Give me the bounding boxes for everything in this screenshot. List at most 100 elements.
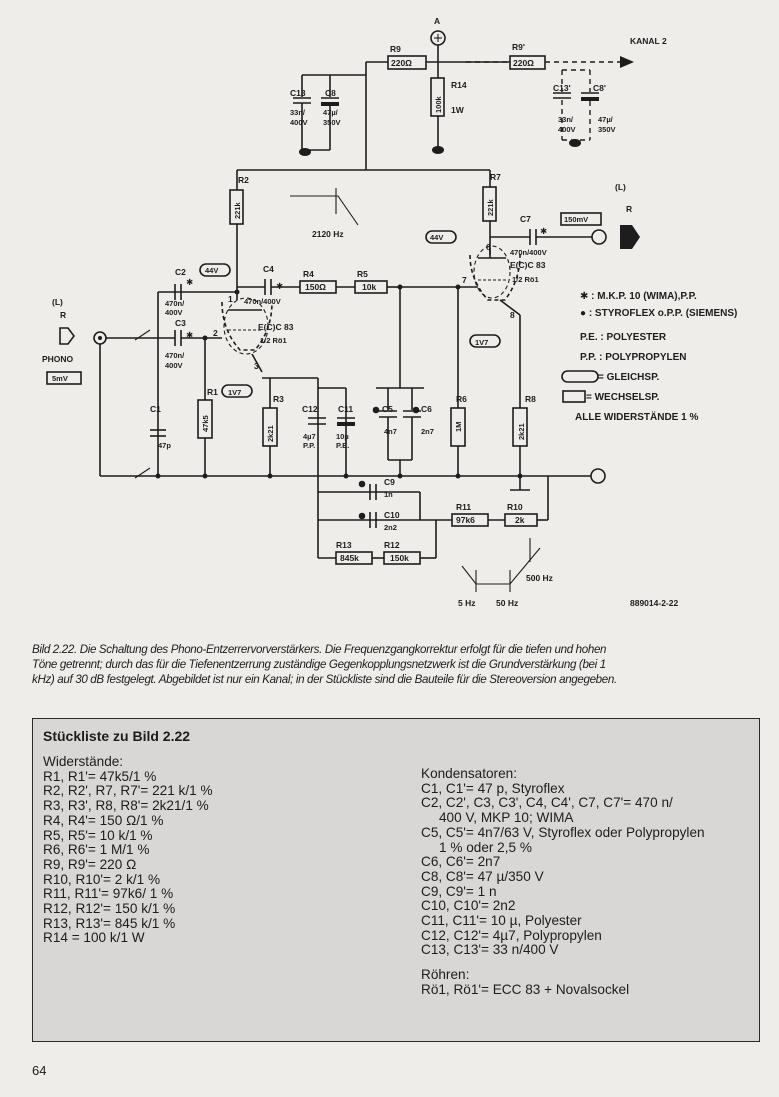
legend-wechsel: = WECHSELSP.: [586, 392, 660, 403]
r10-label: R10: [507, 502, 523, 512]
c6-label: C6: [421, 404, 432, 414]
resistor-item: R13, R13'= 845 k/1 %: [43, 915, 176, 931]
c1-value: 47p: [158, 441, 171, 450]
resistor-item: R5, R5'= 10 k/1 %: [43, 827, 153, 843]
c11-value-2: P.E.: [336, 441, 349, 450]
r10-value: 2k: [515, 515, 525, 525]
svg-text:✱: ✱: [276, 281, 283, 291]
c12-value-1: 4µ7: [303, 432, 316, 441]
capacitor-item: 400 V, MKP 10; WIMA: [439, 810, 574, 826]
capacitor-item: C9, C9'= 1 n: [421, 883, 497, 899]
capacitor-item: C1, C1'= 47 p, Styroflex: [421, 780, 565, 796]
c6-value: 2n7: [421, 427, 434, 436]
r3-label: R3: [273, 394, 284, 404]
svg-text:✱: ✱: [186, 277, 193, 287]
c2-value-2: 400V: [165, 308, 183, 317]
c7-label: C7: [520, 214, 531, 224]
c11-label: C11: [338, 404, 353, 414]
supply-network: A KANAL 2 220Ω R9 220Ω R9' C13 C8 33n/ 4…: [290, 16, 667, 170]
phono-label: PHONO: [42, 354, 74, 364]
r13-label: R13: [336, 540, 352, 550]
capacitor-item: C2, C2', C3, C3', C4, C4', C7, C7'= 470 …: [421, 795, 673, 811]
caption-line-3: kHz) auf 30 dB festgelegt. Abgebildet is…: [32, 673, 617, 686]
c9-value: 1n: [384, 490, 393, 499]
voltage-150mv: 150mV: [564, 215, 588, 224]
r7-label: R7: [490, 172, 501, 182]
c4-label: C4: [263, 264, 274, 274]
svg-text:✱: ✱: [540, 226, 547, 236]
legend-pe: P.E. : POLYESTER: [580, 332, 667, 343]
r5-label: R5: [357, 269, 368, 279]
resistor-item: R4, R4'= 150 Ω/1 %: [43, 812, 164, 828]
legend-pp: P.P. : POLYPROPYLEN: [580, 352, 687, 363]
tube-heading: Röhren:: [421, 967, 470, 983]
voltage-44v-left: 44V: [205, 266, 218, 275]
caption-line-2: Töne getrennt; durch das für die Tiefene…: [32, 658, 606, 671]
r4-value: 150Ω: [305, 282, 326, 292]
capacitor-item: C6, C6'= 2n7: [421, 854, 501, 870]
parts-list-box: Stückliste zu Bild 2.22 Widerstände: R1,…: [32, 718, 760, 1042]
resistor-item: R2, R2', R7, R7'= 221 k/1 %: [43, 783, 213, 799]
r14-watt: 1W: [451, 105, 465, 115]
plate-rail: 221k R2 221k R7 2120 Hz: [229, 169, 501, 300]
r1-label: R1: [207, 387, 218, 397]
r14-value: 100k: [434, 95, 443, 113]
r11-value: 97k6: [456, 515, 475, 525]
caption-line-1: Bild 2.22. Die Schaltung des Phono-Entze…: [32, 643, 607, 656]
figure-caption: Bild 2.22. Die Schaltung des Phono-Entze…: [32, 642, 779, 687]
c8-value-2: 350V: [323, 118, 341, 127]
c12-label: C12: [302, 404, 318, 414]
c9-label: C9: [384, 477, 395, 487]
c4-value: 470n/400V: [244, 297, 281, 306]
c2-value-1: 470n/: [165, 299, 185, 308]
freq-500-label: 500 Hz: [526, 573, 553, 583]
c13p-value-2: 400V: [558, 125, 576, 134]
r9-value: 220Ω: [391, 58, 412, 68]
resistor-item: R12, R12'= 150 k/1 %: [43, 901, 176, 917]
c7-value: 470n/400V: [510, 248, 547, 257]
capacitor-item: C8, C8'= 47 µ/350 V: [421, 868, 544, 884]
voltage-1v7-right: 1V7: [475, 338, 488, 347]
r6-value: 1M: [454, 422, 463, 432]
c8-label: C8: [325, 88, 336, 98]
kanal2-label: KANAL 2: [630, 36, 667, 46]
tube2-half: 1/2 Rö1: [512, 275, 539, 284]
capacitor-item: C12, C12'= 4µ7, Polypropylen: [421, 927, 602, 943]
resistor-column: Widerstände: R1, R1'= 47k5/1 % R2, R2', …: [43, 754, 213, 946]
r12-label: R12: [384, 540, 400, 550]
resistor-item: R3, R3', R8, R8'= 2k21/1 %: [43, 798, 209, 814]
r1-value: 47k5: [201, 415, 210, 432]
r3-value: 2k21: [266, 425, 275, 442]
c13-value-2: 400V: [290, 118, 308, 127]
capacitor-heading: Kondensatoren:: [421, 766, 517, 781]
r8-value: 2k21: [517, 423, 526, 440]
capacitor-item: 1 % oder 2,5 %: [439, 839, 532, 855]
c3-label: C3: [175, 318, 186, 328]
c10-label: C10: [384, 510, 400, 520]
resistor-item: R9, R9'= 220 Ω: [43, 856, 137, 872]
c11-value-1: 10µ: [336, 432, 349, 441]
c13p-value-1: 33n/: [558, 115, 574, 124]
resistor-item: R11, R11'= 97k6/ 1 %: [43, 886, 174, 902]
left-channel-left-label: (L): [52, 297, 63, 307]
r14-label: R14: [451, 80, 467, 90]
pin-3: 3: [254, 361, 259, 371]
c8-value-1: 47µ/: [323, 108, 339, 117]
interstage-network: ✱ C4 470n/400V 150Ω R4 10k R5 C5 C6 4n7 …: [155, 264, 530, 491]
output-stage: 44V ✱ C7 470n/400V 150mV (L) R 6 E(C)C 8…: [400, 182, 640, 490]
legend-toleranz: ALLE WIDERSTÄNDE 1 %: [575, 410, 698, 423]
capacitor-item: C11, C11'= 10 µ, Polyester: [421, 913, 582, 929]
input-stage: (L) R PHONO 5mV ✱ C2 470n/ 400V 44V ✱ C3…: [42, 263, 606, 520]
freq-50-label: 50 Hz: [496, 598, 518, 608]
capacitor-item: C10, C10'= 2n2: [421, 898, 516, 914]
pin-6: 6: [486, 242, 491, 252]
voltage-5mv: 5mV: [52, 374, 68, 383]
tube1-half: 1/2 Rö1: [260, 336, 287, 345]
right-r-label: R: [626, 204, 632, 214]
schematic-legend: ✱ : M.K.P. 10 (WIMA),P.P. ● : STYROFLEX …: [561, 291, 737, 423]
resistor-heading: Widerstände:: [43, 754, 124, 769]
r6-label: R6: [456, 394, 467, 404]
c13-value-1: 33n/: [290, 108, 306, 117]
pin-1: 1: [228, 294, 233, 304]
capacitor-column: Kondensatoren: C1, C1'= 47 p, Styroflex …: [421, 766, 705, 998]
